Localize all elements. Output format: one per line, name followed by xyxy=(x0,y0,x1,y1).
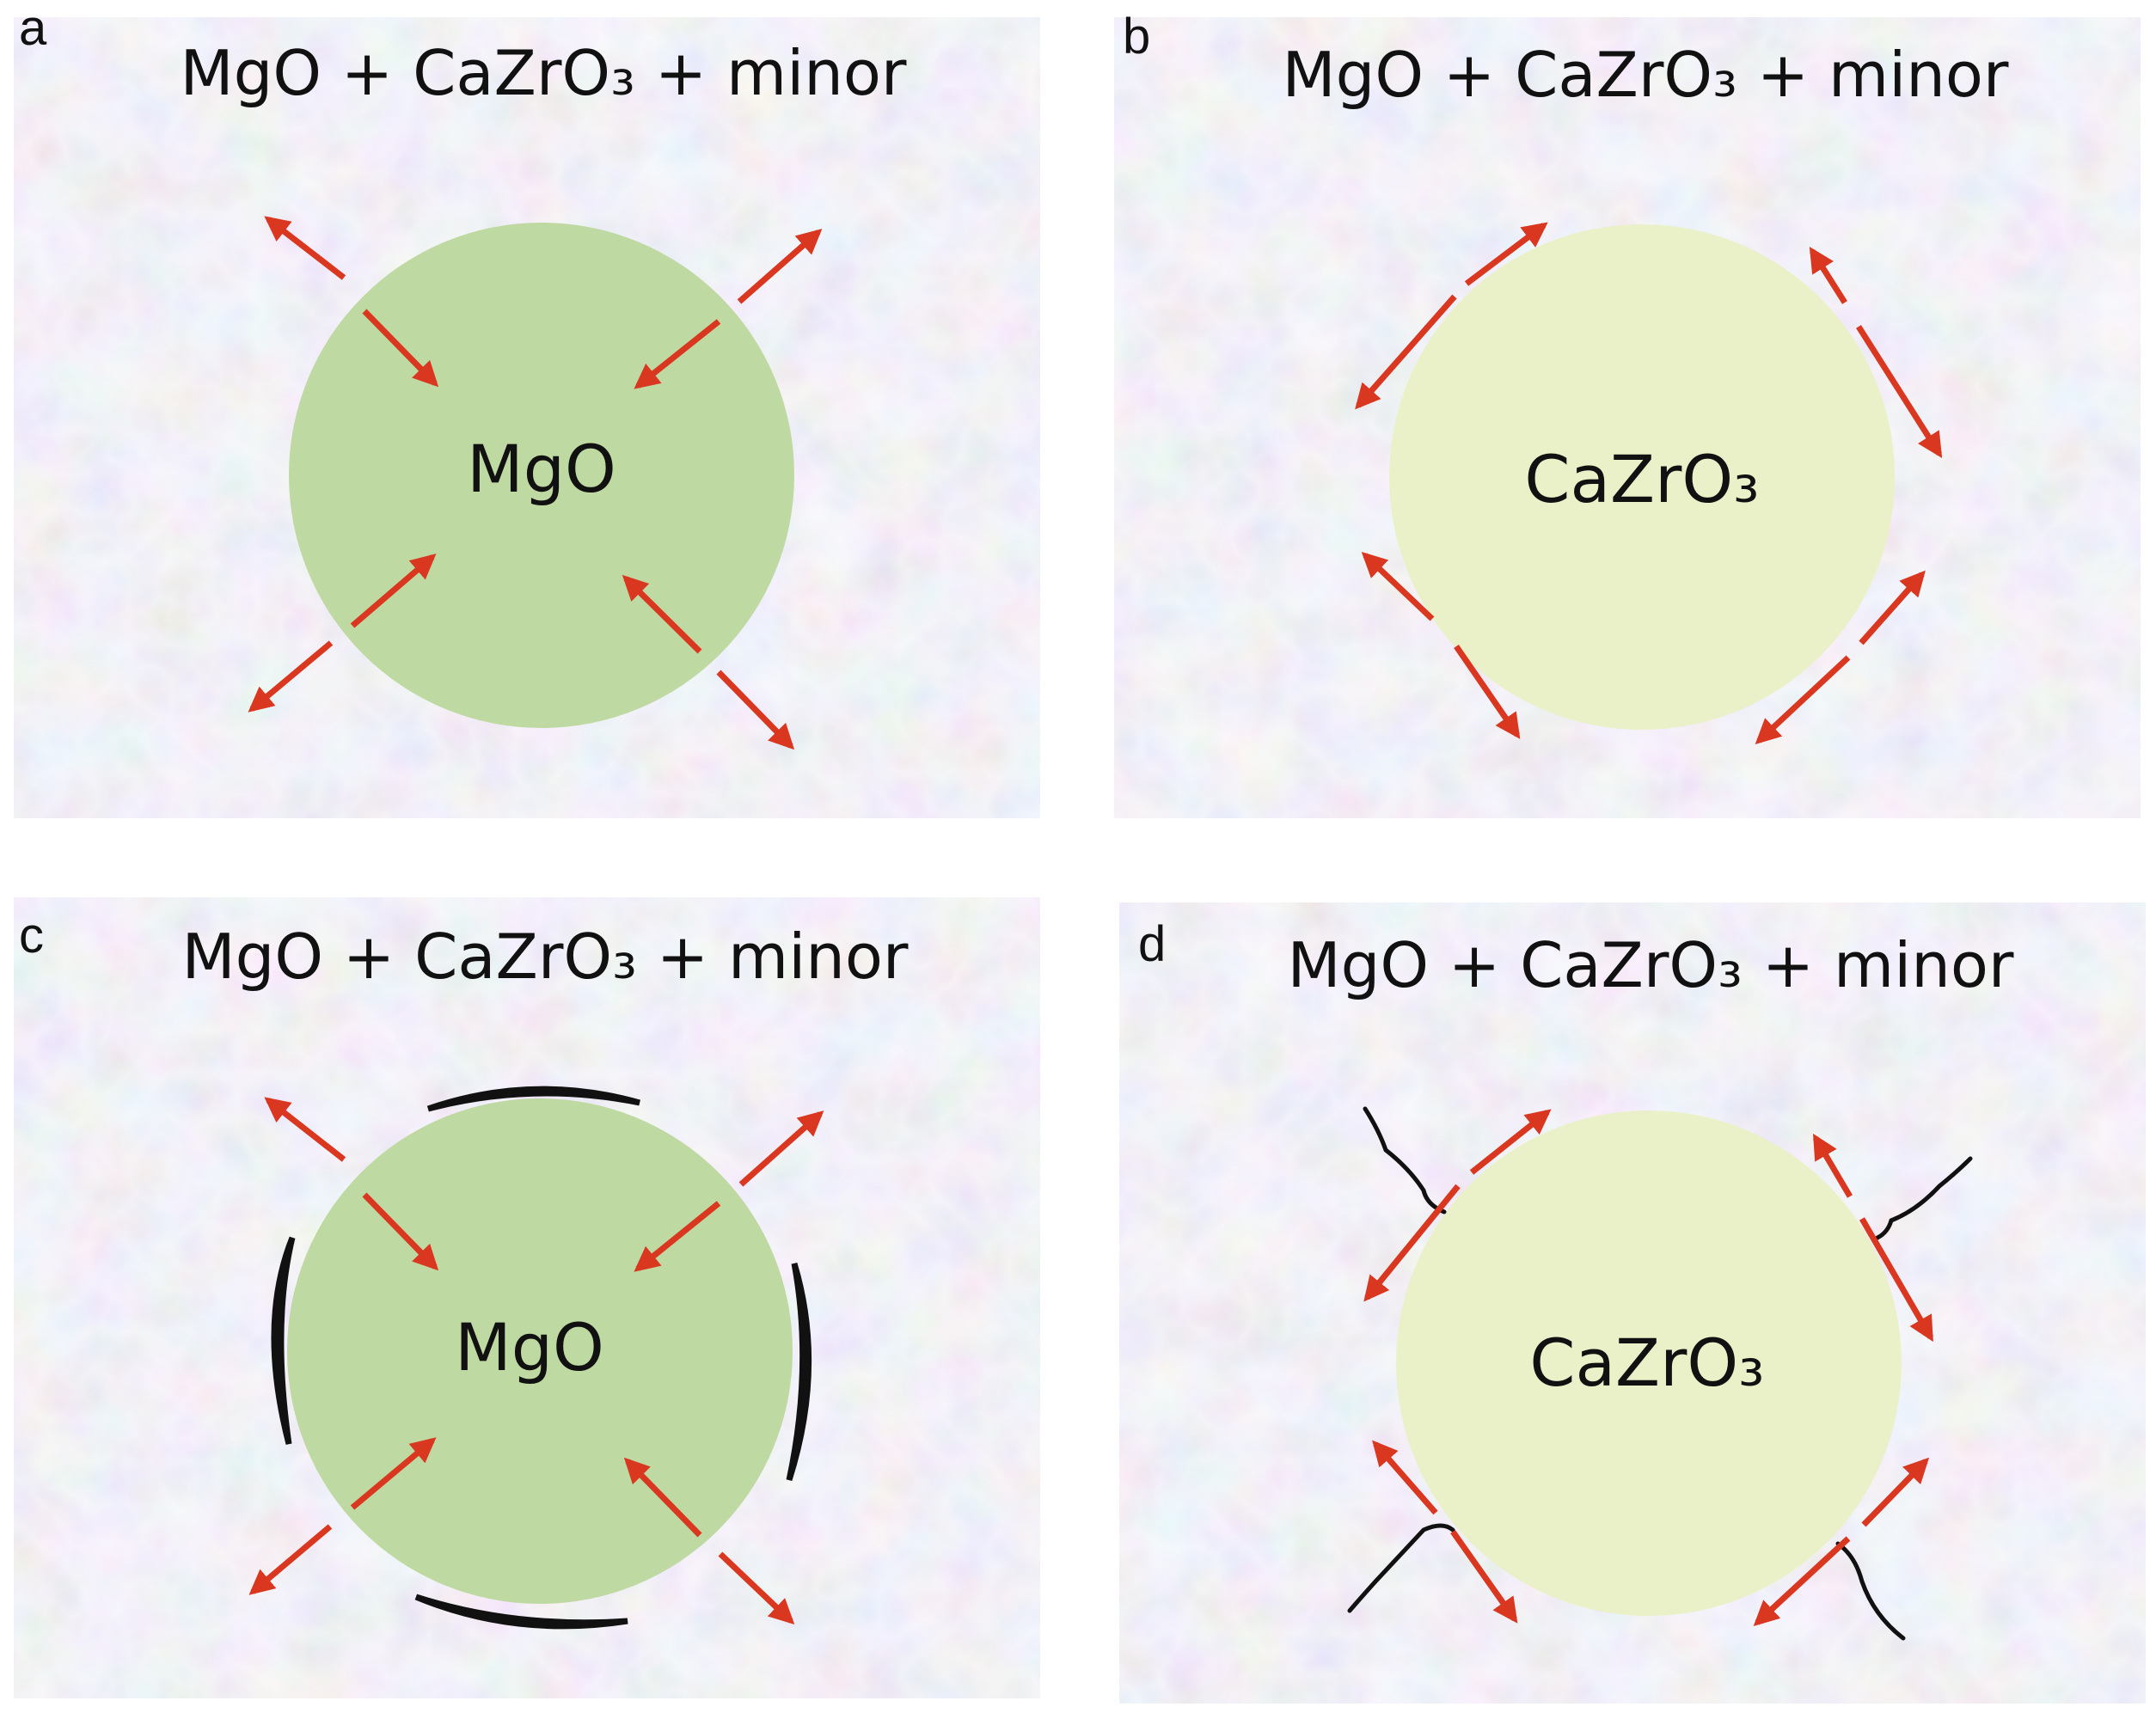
cazro3-particle xyxy=(1389,224,1895,730)
panel-b: b MgO + CaZrO₃ + minor CaZrO₃ xyxy=(1114,9,2141,818)
gap-bottom xyxy=(414,1594,628,1630)
panel-c: c MgO + CaZrO₃ + minor MgO xyxy=(14,897,1040,1698)
arrow-inward xyxy=(362,1192,439,1271)
arrow-outward xyxy=(716,670,795,750)
panel-title: MgO + CaZrO₃ + minor xyxy=(1288,929,2014,1001)
panel-title: MgO + CaZrO₃ + minor xyxy=(181,37,907,109)
arrow-inward xyxy=(634,319,721,389)
arrow-inward xyxy=(623,1457,702,1538)
panel-d: d MgO + CaZrO₃ + minor CaZrO₃ xyxy=(1119,902,2146,1704)
arrow-inward xyxy=(350,1437,437,1510)
stress-arrows xyxy=(248,1097,824,1625)
panel-letter: a xyxy=(19,0,47,56)
panel-title: MgO + CaZrO₃ + minor xyxy=(182,921,909,993)
arrow-tangential xyxy=(1464,222,1548,286)
gap-left xyxy=(271,1236,296,1445)
arrow-outward xyxy=(264,216,346,280)
radial-cracks xyxy=(1347,1106,1973,1641)
arrow-tangential xyxy=(1361,551,1435,621)
panel-letter: d xyxy=(1138,916,1166,972)
arrow-tangential xyxy=(1755,655,1851,745)
panel-letter: c xyxy=(19,908,44,964)
panel-title: MgO + CaZrO₃ + minor xyxy=(1283,39,2009,111)
arrow-tangential xyxy=(1454,645,1521,739)
crack-bottom-right xyxy=(1835,1541,1906,1641)
arrow-tangential xyxy=(1753,1536,1851,1626)
arrow-tangential xyxy=(1809,247,1847,304)
arrow-tangential xyxy=(1372,1440,1438,1515)
arrow-outward xyxy=(718,1551,795,1625)
arrow-outward xyxy=(264,1097,346,1162)
arrow-tangential xyxy=(1450,1529,1518,1624)
arrow-tangential xyxy=(1859,1217,1934,1343)
crack-bottom-left xyxy=(1347,1523,1455,1613)
stress-arrows xyxy=(248,216,823,750)
particle-label: MgO xyxy=(455,1309,604,1386)
cazro3-particle xyxy=(1396,1110,1902,1616)
arrow-tangential xyxy=(1859,570,1926,645)
panel-a: a MgO + CaZrO₃ + minor MgO xyxy=(14,0,1040,818)
arrow-outward xyxy=(737,229,823,304)
arrow-tangential xyxy=(1812,1133,1853,1198)
stress-arrows xyxy=(1363,1109,1934,1626)
crack-top-right xyxy=(1875,1156,1973,1240)
panel-letter: b xyxy=(1123,9,1150,64)
arrow-tangential xyxy=(1856,325,1943,458)
arrow-tangential xyxy=(1355,294,1457,410)
arrow-tangential xyxy=(1469,1109,1552,1175)
interface-gaps xyxy=(271,1086,812,1630)
gap-right xyxy=(786,1262,812,1482)
arrow-outward xyxy=(738,1110,824,1187)
particle-label: MgO xyxy=(467,431,616,507)
gap-top xyxy=(426,1086,640,1112)
arrow-tangential xyxy=(1861,1457,1930,1527)
arrow-inward xyxy=(634,1201,721,1272)
arrow-outward xyxy=(248,1524,333,1595)
crack-top-left xyxy=(1363,1106,1447,1214)
arrow-inward xyxy=(350,554,437,628)
stress-arrows xyxy=(1355,222,1943,745)
particle-label: CaZrO₃ xyxy=(1524,441,1759,517)
arrow-inward xyxy=(362,309,439,388)
arrow-outward xyxy=(248,640,334,713)
particle-label: CaZrO₃ xyxy=(1529,1325,1764,1401)
mgo-particle xyxy=(289,223,794,728)
mgo-particle xyxy=(287,1098,793,1604)
arrow-tangential xyxy=(1363,1184,1461,1302)
arrow-inward xyxy=(622,574,702,654)
